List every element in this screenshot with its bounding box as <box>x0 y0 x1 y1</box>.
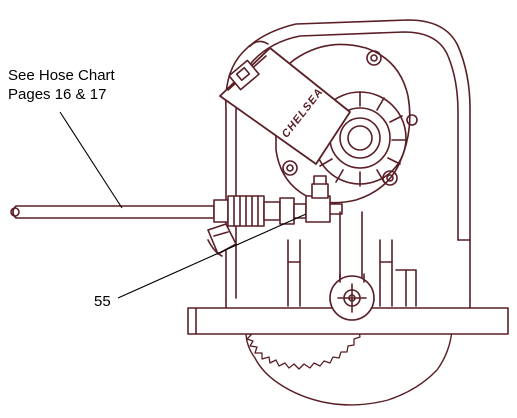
part-number-callout: 55 <box>94 293 111 310</box>
hose-chart-line2: Pages 16 & 17 <box>8 86 107 103</box>
hose-chart-leader <box>59 111 123 209</box>
drain-plug <box>207 223 237 257</box>
shift-actuator <box>219 40 351 165</box>
sight-gauge <box>329 273 375 321</box>
part-55-leader <box>117 213 307 299</box>
hose-assembly <box>10 195 307 227</box>
hose-chart-callout: See Hose Chart Pages 16 & 17 <box>8 66 115 104</box>
hose-chart-line1: See Hose Chart <box>8 67 115 84</box>
elbow-fitting <box>305 175 343 223</box>
